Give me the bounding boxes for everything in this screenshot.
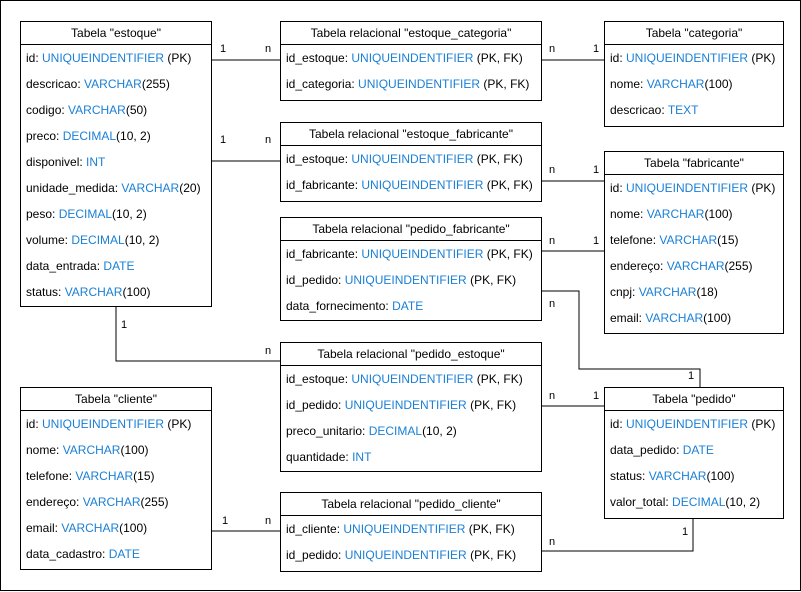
field-estoque-categoria-id-categoria: id_categoria: UNIQUEINDENTIFIER (PK, FK) (286, 77, 530, 91)
table-fabricante-title: Tabela "fabricante" (605, 152, 783, 175)
cardinality-cliente-n: n (265, 515, 272, 527)
table-estoque-title: Tabela "estoque" (21, 22, 211, 45)
table-cliente-title: Tabela "cliente" (21, 388, 211, 411)
field-cliente-endereco: endereço: VARCHAR(255) (26, 495, 169, 509)
cardinality-estoque-pedido-1: 1 (121, 319, 128, 331)
cardinality-cliente-1: 1 (222, 515, 229, 527)
field-pedido-data-pedido: data_pedido: DATE (610, 443, 714, 457)
connector-pedido-cliente-pedido (541, 519, 694, 552)
table-pedido-estoque-title: Tabela relacional "pedido_estoque" (281, 343, 541, 366)
connector-pedido-fabricante-pedido (541, 290, 701, 388)
field-categoria-id: id: UNIQUEINDENTIFIER (PK) (610, 51, 776, 65)
field-categoria-nome: nome: VARCHAR(100) (610, 77, 733, 91)
cardinality-categoria-mid: n (549, 43, 556, 55)
table-estoque-fabricante[interactable]: Tabela relacional "estoque_fabricante" i… (280, 122, 542, 202)
field-estoque-preco: preco: DECIMAL(10, 2) (26, 129, 151, 143)
field-estoque-descricao: descricao: VARCHAR(255) (26, 77, 170, 91)
table-pedido-cliente[interactable]: Tabela relacional "pedido_cliente" id_cl… (280, 492, 542, 572)
cardinality-pedido-estoque-1: 1 (593, 390, 600, 402)
field-estoque-data-entrada: data_entrada: DATE (26, 259, 135, 273)
field-pedido-fabricante-id-fabricante: id_fabricante: UNIQUEINDENTIFIER (PK, FK… (286, 247, 533, 261)
cardinality-categoria-right: 1 (593, 43, 600, 55)
field-cliente-telefone: telefone: VARCHAR(15) (26, 469, 155, 483)
field-pedido-status: status: VARCHAR(100) (610, 469, 735, 483)
field-fabricante-id: id: UNIQUEINDENTIFIER (PK) (610, 181, 776, 195)
field-cliente-nome: nome: VARCHAR(100) (26, 443, 149, 457)
table-estoque-categoria[interactable]: Tabela relacional "estoque_categoria" id… (280, 21, 542, 101)
field-fabricante-nome: nome: VARCHAR(100) (610, 207, 733, 221)
table-pedido[interactable]: Tabela "pedido" id: UNIQUEINDENTIFIER (P… (604, 387, 784, 519)
table-pedido-cliente-title: Tabela relacional "pedido_cliente" (281, 493, 541, 516)
field-fabricante-cnpj: cnpj: VARCHAR(18) (610, 285, 718, 299)
field-cliente-data-cadastro: data_cadastro: DATE (26, 547, 140, 561)
field-pedido-valor-total: valor_total: DECIMAL(10, 2) (610, 495, 761, 509)
field-estoque-codigo: codigo: VARCHAR(50) (26, 103, 148, 117)
table-categoria-title: Tabela "categoria" (605, 22, 783, 45)
table-cliente[interactable]: Tabela "cliente" id: UNIQUEINDENTIFIER (… (20, 387, 212, 570)
table-pedido-title: Tabela "pedido" (605, 388, 783, 411)
table-categoria[interactable]: Tabela "categoria" id: UNIQUEINDENTIFIER… (604, 21, 784, 127)
field-estoque-status: status: VARCHAR(100) (26, 285, 151, 299)
field-pedido-fabricante-data-fornecimento: data_fornecimento: DATE (286, 299, 424, 313)
table-estoque-fabricante-title: Tabela relacional "estoque_fabricante" (281, 123, 541, 146)
table-pedido-estoque[interactable]: Tabela relacional "pedido_estoque" id_es… (280, 342, 542, 472)
cardinality-pedido-cliente-1: 1 (682, 526, 689, 538)
field-pedido-estoque-preco-unitario: preco_unitario: DECIMAL(10, 2) (286, 424, 457, 438)
field-estoque-unidade-medida: unidade_medida: VARCHAR(20) (26, 181, 201, 195)
field-estoque-categoria-id-estoque: id_estoque: UNIQUEINDENTIFIER (PK, FK) (286, 51, 523, 65)
cardinality-estoque-fabricante-left: 1 (220, 134, 227, 146)
cardinality-pedido-fabricante-pedido-n: n (549, 298, 556, 310)
table-estoque[interactable]: Tabela "estoque" id: UNIQUEINDENTIFIER (… (20, 21, 212, 307)
cardinality-pedido-cliente-n: n (549, 536, 556, 548)
field-cliente-id: id: UNIQUEINDENTIFIER (PK) (26, 417, 192, 431)
field-estoque-id: id: UNIQUEINDENTIFIER (PK) (26, 51, 192, 65)
cardinality-estoque-categoria-mid: n (265, 43, 272, 55)
field-categoria-descricao: descricao: TEXT (610, 103, 699, 117)
cardinality-pedido-fabricante-pedido-1: 1 (688, 370, 695, 382)
field-estoque-fabricante-id-fabricante: id_fabricante: UNIQUEINDENTIFIER (PK, FK… (286, 178, 533, 192)
connector-estoque-pedido-estoque (115, 306, 281, 362)
field-pedido-estoque-id-pedido: id_pedido: UNIQUEINDENTIFIER (PK, FK) (286, 398, 517, 412)
cardinality-pedido-fabricante-left: n (549, 235, 556, 247)
field-fabricante-telefone: telefone: VARCHAR(15) (610, 233, 739, 247)
cardinality-pedido-estoque-n: n (549, 390, 556, 402)
table-fabricante[interactable]: Tabela "fabricante" id: UNIQUEINDENTIFIE… (604, 151, 784, 334)
table-pedido-fabricante-title: Tabela relacional "pedido_fabricante" (281, 218, 541, 241)
cardinality-fabricante-right: 1 (593, 164, 600, 176)
field-pedido-cliente-id-cliente: id_cliente: UNIQUEINDENTIFIER (PK, FK) (286, 522, 515, 536)
field-cliente-email: email: VARCHAR(100) (26, 521, 148, 535)
field-fabricante-email: email: VARCHAR(100) (610, 311, 732, 325)
field-fabricante-endereco: endereço: VARCHAR(255) (610, 259, 753, 273)
field-estoque-volume: volume: DECIMAL(10, 2) (26, 233, 160, 247)
field-pedido-estoque-id-estoque: id_estoque: UNIQUEINDENTIFIER (PK, FK) (286, 372, 523, 386)
field-pedido-id: id: UNIQUEINDENTIFIER (PK) (610, 417, 776, 431)
field-pedido-estoque-quantidade: quantidade: INT (286, 450, 372, 464)
cardinality-estoque-pedido-n: n (265, 345, 272, 357)
field-estoque-disponivel: disponivel: INT (26, 155, 106, 169)
field-pedido-cliente-id-pedido: id_pedido: UNIQUEINDENTIFIER (PK, FK) (286, 548, 517, 562)
cardinality-estoque-fabricante-mid: n (265, 134, 272, 146)
table-pedido-fabricante[interactable]: Tabela relacional "pedido_fabricante" id… (280, 217, 542, 321)
cardinality-fabricante-mid: n (549, 164, 556, 176)
field-estoque-peso: peso: DECIMAL(10, 2) (26, 207, 147, 221)
field-pedido-fabricante-id-pedido: id_pedido: UNIQUEINDENTIFIER (PK, FK) (286, 273, 517, 287)
cardinality-estoque-categoria-left: 1 (220, 43, 227, 55)
table-estoque-categoria-title: Tabela relacional "estoque_categoria" (281, 22, 541, 45)
cardinality-pedido-fabricante-right: 1 (593, 235, 600, 247)
field-estoque-fabricante-id-estoque: id_estoque: UNIQUEINDENTIFIER (PK, FK) (286, 152, 523, 166)
